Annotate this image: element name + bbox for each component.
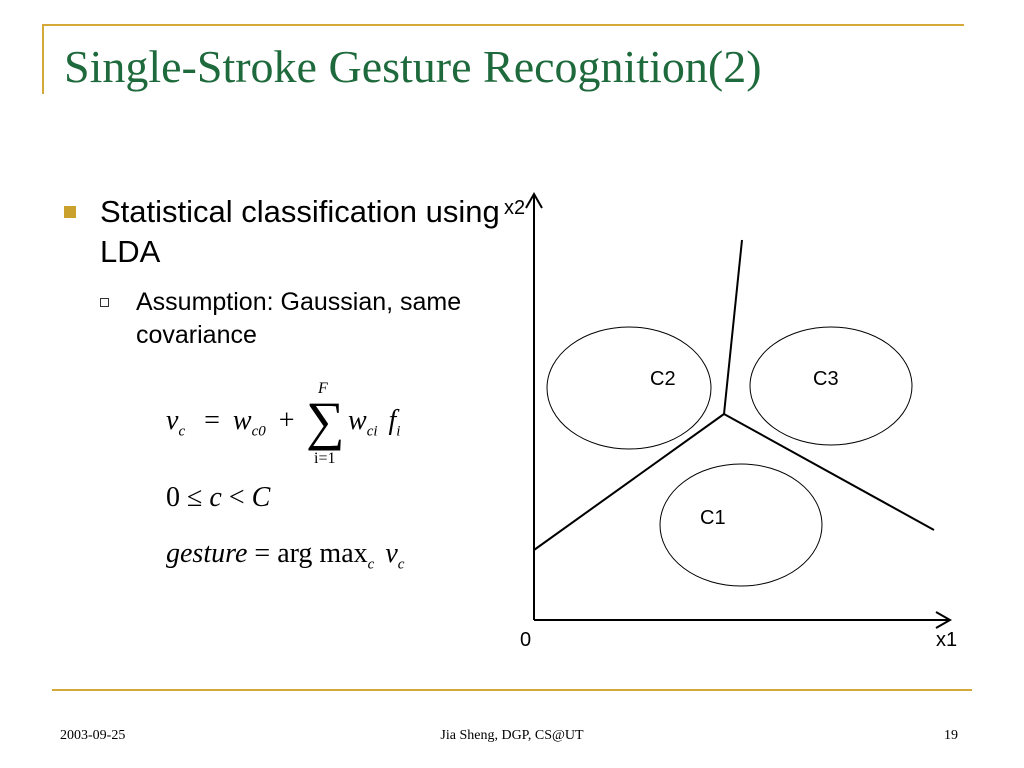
footer-author: Jia Sheng, DGP, CS@UT [440,728,584,743]
class-region-c3 [749,326,913,446]
decision-boundary-c2-c3 [723,239,743,415]
eq3-v-sub: c [397,556,405,573]
y-axis-arrow-icon [525,191,543,209]
bullet-level2-text: Assumption: Gaussian, same covariance [136,288,462,349]
equation-sum-term: wci fi [348,405,400,441]
slide-title: Single-Stroke Gesture Recognition(2) [64,41,762,92]
equation-linear-discriminant: vc = wc0 + [166,405,295,441]
eq2-c: c [209,482,222,513]
y-axis-label: x2 [504,197,525,219]
class-label-c3: C3 [813,368,839,390]
sum-lower-limit: i=1 [314,450,336,467]
eq1-term-w-sub: ci [366,423,378,440]
eq3-argmax-sub: c [367,556,375,573]
eq3-gesture: gesture [166,538,248,569]
decision-boundary-c1-c3 [723,413,935,531]
sigma-icon: ∑ [306,391,345,451]
class-region-c1 [659,463,823,587]
footer-page-number: 19 [944,728,958,743]
x-axis-label: x1 [936,629,957,651]
frame-top-line [42,24,964,26]
bullet-level1-text: Statistical classification using LDA [100,194,500,269]
lda-decision-diagram: C2 C3 C1 x2 x1 0 [504,191,957,651]
eq1-plus: + [278,405,295,436]
equation-argmax: gesture = arg maxc vc [166,538,404,574]
class-label-c2: C2 [650,368,676,390]
eq1-w: w [232,405,252,436]
eq2-C: C [251,482,271,513]
eq2-le: ≤ [187,482,203,513]
eq1-w-sub: c0 [251,423,266,440]
origin-label: 0 [520,629,531,651]
eq3-argmax: arg max [277,538,368,569]
hollow-square-bullet-icon [100,298,109,307]
eq2-zero: 0 [166,482,180,513]
frame-left-line [42,24,44,94]
x-axis-arrow-icon [935,611,953,629]
eq3-equals: = [254,538,271,569]
square-bullet-icon [64,206,76,218]
footer-date: 2003-09-25 [60,728,126,743]
eq1-term-w: w [348,405,367,436]
sum-upper-limit: F [318,380,328,397]
eq2-lt: < [228,482,245,513]
eq1-term-f-sub: i [396,423,401,440]
equation-class-range: 0 ≤ c < C [166,482,270,514]
summation: F ∑ i=1 [306,380,346,468]
footer-divider [52,689,972,691]
eq1-term-f: f [388,405,397,436]
decision-boundary-c1-c2 [533,413,725,551]
eq1-v-sub: c [178,423,186,440]
class-region-c2 [546,326,712,450]
eq3-v: v [385,538,398,569]
eq1-equals: = [204,405,220,436]
eq1-v: v [166,405,179,436]
class-label-c1: C1 [700,507,726,529]
